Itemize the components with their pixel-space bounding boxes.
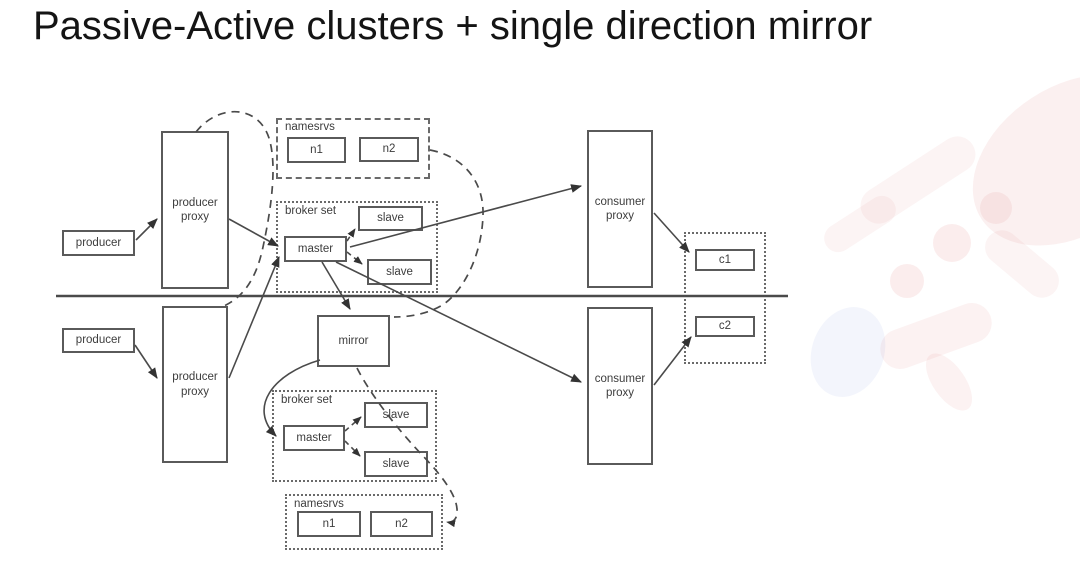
producer-proxy-box-top: producer proxy xyxy=(161,131,229,289)
arrow-producer-to-proxy-top xyxy=(135,218,158,241)
broker-set-group-label-bottom: broker set xyxy=(281,394,333,406)
consumer-group xyxy=(684,232,766,364)
mirror-box: mirror xyxy=(317,315,390,367)
master-box-bottom: master xyxy=(283,425,345,451)
slave1-box-top: slave xyxy=(358,206,423,231)
namesrvs-group-label-bottom: namesrvs xyxy=(294,498,344,510)
consumer-proxy-box-top: consumer proxy xyxy=(587,130,653,288)
slave2-box-bottom: slave xyxy=(364,451,428,477)
broker-set-group-label-top: broker set xyxy=(285,205,337,217)
consumer-proxy-box-bottom: consumer proxy xyxy=(587,307,653,465)
master-box-top: master xyxy=(284,236,347,262)
c2-box: c2 xyxy=(695,316,755,337)
namesrv-n2-box-top: n2 xyxy=(359,137,419,162)
namesrv-n1-box-bottom: n1 xyxy=(297,511,361,537)
page-title: Passive-Active clusters + single directi… xyxy=(33,4,873,48)
arrow-proxy-to-master-top xyxy=(228,218,279,247)
slave1-box-bottom: slave xyxy=(364,402,428,428)
namesrv-n2-box-bottom: n2 xyxy=(370,511,433,537)
namesrvs-group-label-top: namesrvs xyxy=(285,121,335,133)
c1-box: c1 xyxy=(695,249,755,271)
producer-proxy-box-bottom: producer proxy xyxy=(162,306,228,463)
arrow-producer-to-proxy-bottom xyxy=(134,344,158,379)
slave2-box-top: slave xyxy=(367,259,432,285)
arrow-proxy-bottom-to-master-top xyxy=(228,255,280,379)
namesrvs-group-top xyxy=(276,118,430,179)
namesrv-n1-box-top: n1 xyxy=(287,137,346,163)
producer-box-bottom: producer xyxy=(62,328,135,353)
producer-box-top: producer xyxy=(62,230,135,256)
